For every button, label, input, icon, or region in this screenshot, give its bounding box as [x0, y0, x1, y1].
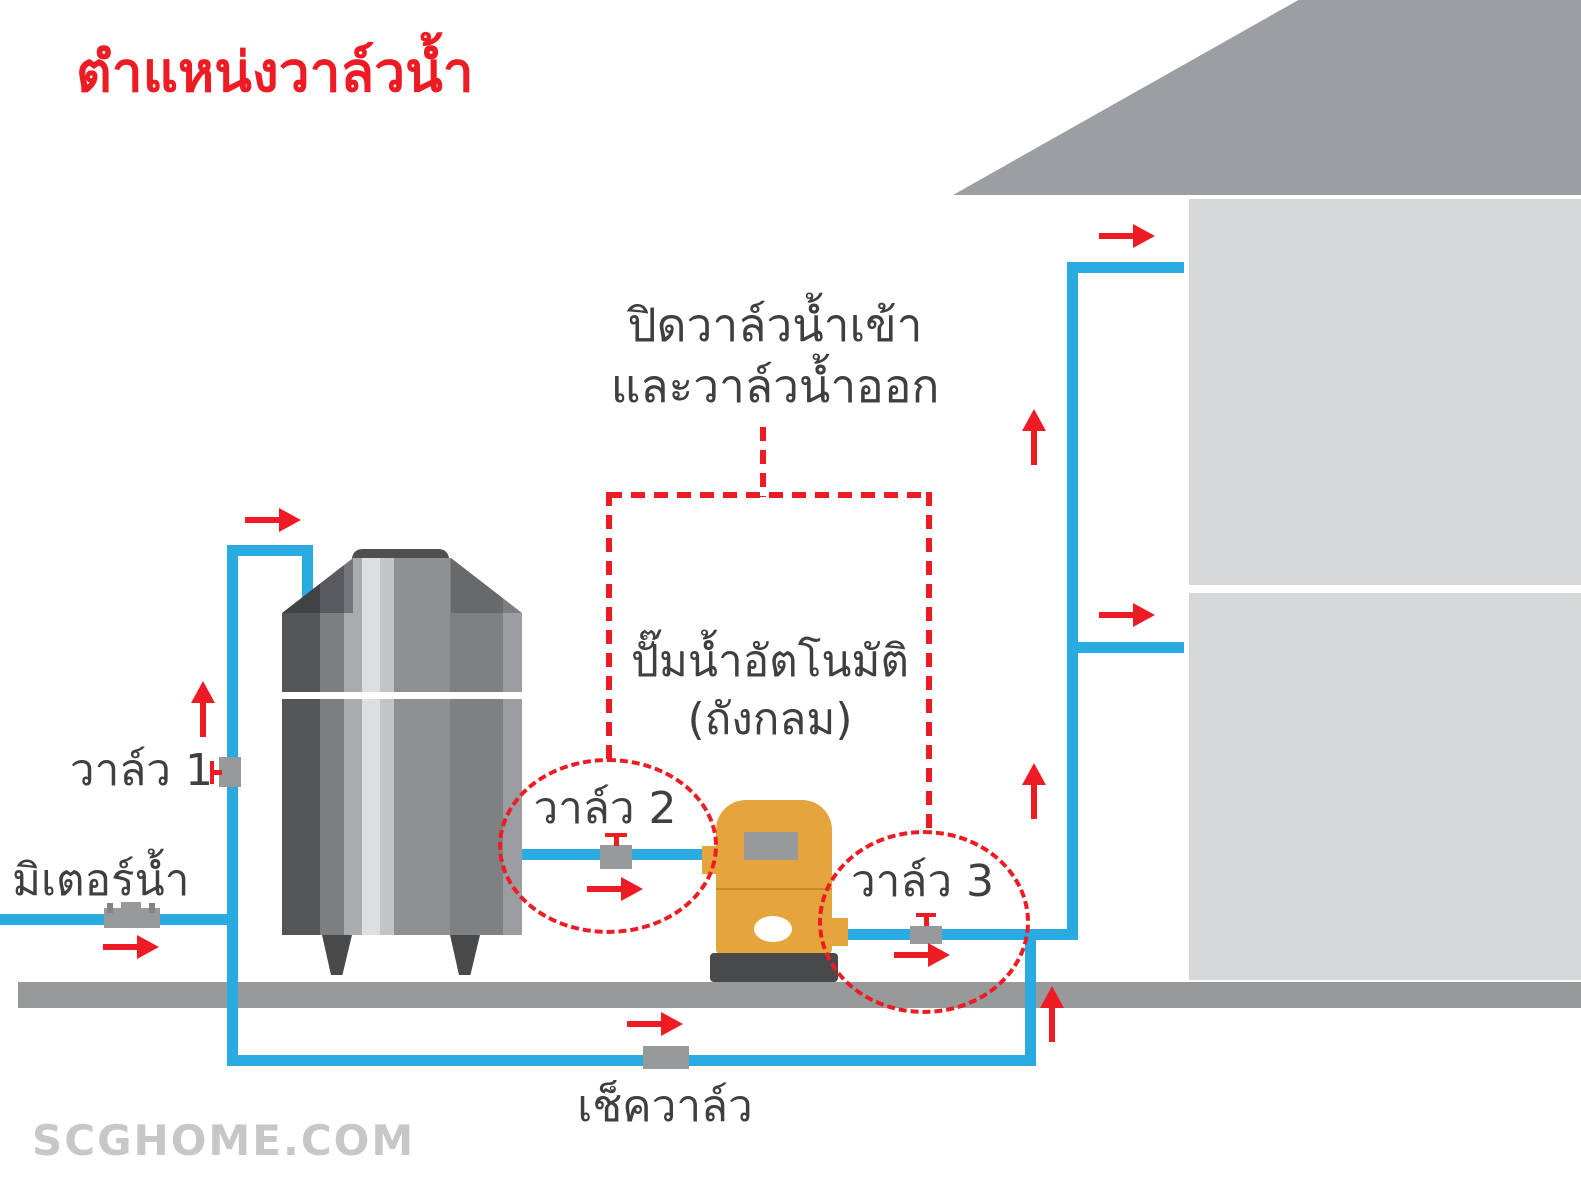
tank-shoulder-shade-right	[451, 558, 522, 613]
water-meter-bolt-right	[149, 903, 155, 913]
ground-bar	[18, 982, 1581, 1008]
valve-1-body	[219, 757, 241, 787]
valve-1-handle-stem	[214, 770, 222, 775]
pump-label: ปั๊มน้ำอัตโนมัติ (ถังกลม)	[590, 633, 950, 749]
watermark: SCGHOME.COM	[32, 1116, 416, 1165]
annotation-box-top	[608, 492, 932, 498]
valve-2-label: วาล์ว 2	[533, 783, 677, 834]
pump-seam	[716, 888, 832, 890]
flow-arrow-right-bypass	[627, 1012, 683, 1036]
pump-label-line2: (ถังกลม)	[687, 694, 853, 746]
tank-shoulder-shade-left	[282, 558, 353, 613]
flow-arrow-right-lower-floor	[1099, 603, 1155, 627]
house-roof	[953, 0, 1581, 195]
water-meter-dial	[121, 902, 141, 910]
pipe-riser	[1067, 262, 1078, 940]
pipe-tank-feed-horizontal	[227, 545, 313, 556]
flow-arrow-right-upper-floor	[1099, 224, 1155, 248]
pipe-tank-feed-drop	[302, 545, 313, 601]
annotation-box-left	[606, 492, 612, 760]
pipe-bypass-down-leg	[1025, 935, 1036, 1066]
tank-foot-right	[450, 935, 480, 975]
annotation-line2: และวาล์วน้ำออก	[610, 358, 940, 413]
flow-arrow-up-left-pipe	[191, 681, 215, 737]
diagram-title: ตำแหน่งวาล์วน้ำ	[76, 40, 474, 104]
check-valve-label: เช็ควาล์ว	[577, 1081, 753, 1132]
water-meter-label: มิเตอร์น้ำ	[12, 855, 190, 906]
tank-seam-line	[282, 692, 522, 699]
valve-1-handle-bar	[210, 761, 214, 784]
water-meter-bolt-left	[107, 903, 113, 913]
pipe-bypass-bottom	[227, 1055, 1036, 1066]
flow-arrow-right-tank-feed	[245, 508, 301, 532]
flow-arrow-up-riser-upper	[1022, 409, 1046, 465]
water-meter-body	[104, 908, 160, 928]
annotation-text: ปิดวาล์วน้ำเข้า และวาล์วน้ำออก	[555, 295, 995, 416]
house-floor-divider	[1189, 585, 1581, 593]
annotation-connector-line	[760, 427, 766, 497]
valve-2-highlight-circle	[498, 758, 718, 934]
annotation-box-right	[926, 492, 932, 834]
pump-vent-hole	[754, 916, 792, 942]
valve-1-label: วาล์ว 1	[69, 745, 213, 796]
pipe-left-vertical	[227, 545, 238, 1066]
valve-3-highlight-circle	[818, 830, 1030, 1014]
flow-arrow-right-meter	[103, 935, 159, 959]
annotation-line1: ปิดวาล์วน้ำเข้า	[627, 298, 923, 352]
pump-base	[710, 953, 838, 982]
pump-display-panel	[744, 832, 798, 860]
pipe-branch-upper-floor	[1067, 262, 1184, 273]
water-tank	[282, 558, 522, 935]
pump-label-line1: ปั๊มน้ำอัตโนมัติ	[630, 636, 909, 687]
flow-arrow-up-ground-crossing	[1040, 986, 1064, 1042]
check-valve-body	[643, 1046, 689, 1069]
pipe-branch-lower-floor	[1072, 642, 1184, 653]
flow-arrow-up-riser-lower	[1022, 763, 1046, 819]
valve-3-label: วาล์ว 3	[850, 856, 995, 907]
tank-foot-left	[322, 935, 352, 975]
